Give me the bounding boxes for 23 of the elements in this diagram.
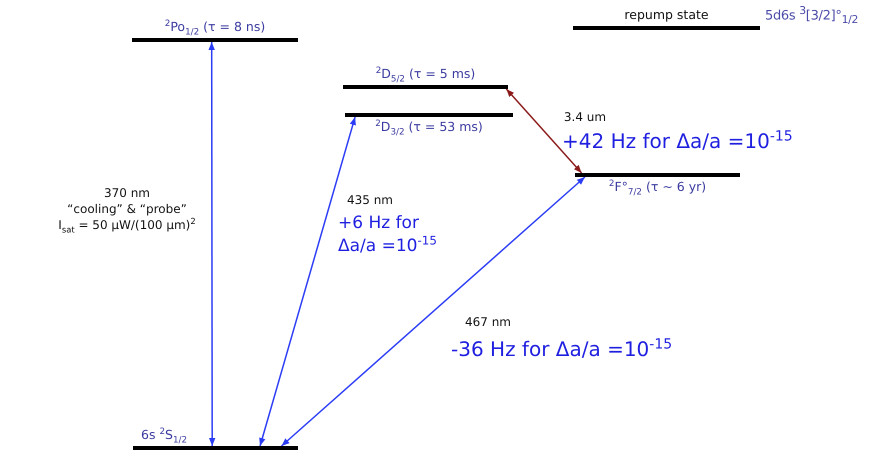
shift-note: +6 Hz for Δa/a =10$^{-15}$: [338, 212, 437, 258]
level-label: repump state: [624, 7, 709, 22]
level-label: $^{2}$D$_{3/2}$ (τ = 53 ms): [375, 119, 483, 134]
level-label: $^{2}$Po$_{1/2}$ (τ = 8 ns): [164, 19, 266, 34]
edge-label: 3.4 um: [562, 109, 608, 125]
edge-label: 370 nm “cooling” & “probe” I$_{sat}$ = 50 μW/(100 μm)$^{2}$: [57, 185, 197, 233]
state-label: 5d6s $^{3}$[3/2]°$_{1/2}$: [765, 3, 858, 28]
edge-label: 467 nm: [464, 314, 512, 330]
transition-arrow: [506, 88, 582, 174]
level-label: $^{2}$F°$_{7/2}$ (τ ~ 6 yr): [608, 179, 706, 194]
edge-label: 435 nm: [346, 192, 394, 208]
energy-level: [133, 426, 298, 450]
level-label: $^{2}$D$_{5/2}$ (τ = 5 ms): [376, 66, 476, 81]
energy-level: [343, 65, 508, 89]
shift-note: +42 Hz for Δa/a =10$^{-15}$: [562, 128, 793, 154]
transition-arrow: [208, 42, 216, 446]
level-label: 6s $^{2}$S$_{1/2}$: [141, 427, 188, 442]
energy-level: [345, 113, 513, 137]
transition-arrow: [281, 176, 586, 447]
transition-arrow: [259, 116, 356, 446]
energy-level: [132, 18, 298, 42]
energy-level: [575, 173, 740, 197]
shift-note: -36 Hz for Δa/a =10$^{-15}$: [451, 336, 672, 362]
